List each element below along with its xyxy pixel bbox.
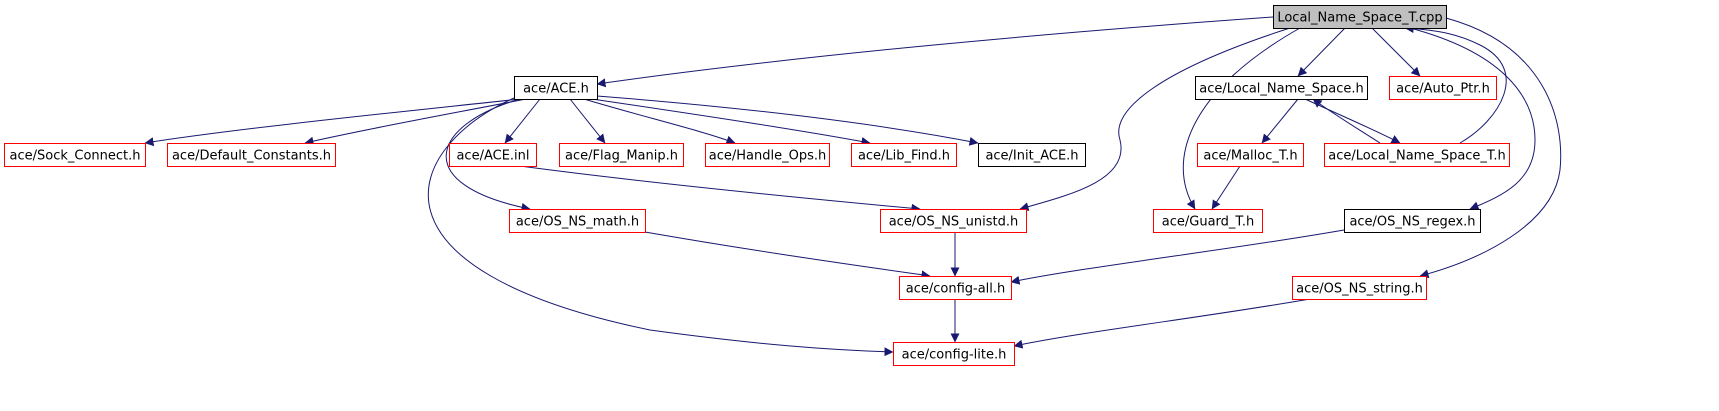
- edges-layer: [144, 16, 1562, 357]
- edge-root-to-local_ns_h: [1297, 27, 1346, 77]
- node-init-ace[interactable]: ace/Init_ACE.h: [978, 143, 1086, 167]
- edge-ace_h-to-init_ace: [596, 95, 979, 146]
- node-ace-h[interactable]: ace/ACE.h: [514, 76, 598, 100]
- node-label: ace/Local_Name_Space.h: [1199, 82, 1364, 97]
- node-local-ns-t-h[interactable]: ace/Local_Name_Space_T.h: [1324, 143, 1510, 167]
- node-os-ns-string[interactable]: ace/OS_NS_string.h: [1292, 276, 1427, 300]
- edge-root-to-os_ns_string: [1419, 17, 1562, 279]
- edge-ace_inl-to-os_ns_unistd: [519, 165, 921, 213]
- node-box: [899, 276, 1012, 300]
- node-label: Local_Name_Space_T.cpp: [1277, 11, 1442, 26]
- node-box: [1344, 209, 1481, 233]
- node-malloc-t[interactable]: ace/Malloc_T.h: [1197, 143, 1304, 167]
- node-root[interactable]: Local_Name_Space_T.cpp: [1273, 5, 1447, 29]
- node-box: [1324, 143, 1510, 167]
- node-handle-ops[interactable]: ace/Handle_Ops.h: [705, 143, 830, 167]
- node-guard-t[interactable]: ace/Guard_T.h: [1153, 209, 1263, 233]
- node-box: [893, 342, 1015, 366]
- node-label: ace/OS_NS_unistd.h: [889, 215, 1019, 230]
- node-label: ace/Lib_Find.h: [858, 149, 950, 164]
- node-os-ns-unistd[interactable]: ace/OS_NS_unistd.h: [880, 209, 1027, 233]
- edge-root-to-os_ns_unistd: [1019, 27, 1291, 212]
- edge-os_ns_regex-to-config_all: [1010, 229, 1345, 285]
- edge-root-to-guard_t: [1182, 27, 1301, 210]
- node-box: [4, 143, 146, 167]
- node-label: ace/ACE.h: [523, 82, 589, 97]
- edge-root-to-os_ns_regex: [1409, 27, 1536, 211]
- node-label: ace/Sock_Connect.h: [10, 149, 141, 164]
- node-auto-ptr[interactable]: ace/Auto_Ptr.h: [1389, 76, 1497, 100]
- edge-root-to-auto_ptr: [1371, 27, 1421, 77]
- edge-ace_h-to-default_constants: [304, 98, 527, 146]
- node-label: ace/OS_NS_math.h: [516, 215, 639, 230]
- node-box: [1273, 5, 1447, 29]
- node-label: ace/ACE.inl: [456, 149, 529, 164]
- node-box: [705, 143, 830, 167]
- nodes-layer: Local_Name_Space_T.cpp ace/ACE.h ace/Local…: [4, 5, 1510, 366]
- node-label: ace/Init_ACE.h: [985, 149, 1078, 164]
- edge-ace_h-to-lib_find: [591, 98, 871, 146]
- edge-local_ns_t_h-to-local_ns_h: [1312, 98, 1381, 144]
- node-box: [514, 76, 598, 100]
- node-box: [1389, 76, 1497, 100]
- node-label: ace/Local_Name_Space_T.h: [1328, 149, 1505, 164]
- edge-ace_h-to-flag_manip: [569, 98, 606, 144]
- node-box: [1153, 209, 1263, 233]
- edge-malloc_t-to-guard_t: [1211, 165, 1241, 210]
- node-config-lite[interactable]: ace/config-lite.h: [893, 342, 1015, 366]
- node-box: [509, 209, 646, 233]
- node-os-ns-regex[interactable]: ace/OS_NS_regex.h: [1344, 209, 1481, 233]
- edge-root-to-ace_h: [596, 16, 1274, 88]
- node-default-constants[interactable]: ace/Default_Constants.h: [167, 143, 336, 167]
- node-box: [851, 143, 957, 167]
- node-label: ace/Malloc_T.h: [1203, 149, 1297, 164]
- node-sock-connect[interactable]: ace/Sock_Connect.h: [4, 143, 146, 167]
- node-box: [1292, 276, 1427, 300]
- node-box: [1197, 143, 1304, 167]
- edge-local_ns_h-to-local_ns_t_h: [1304, 98, 1401, 144]
- node-box: [559, 143, 684, 167]
- node-local-ns-h[interactable]: ace/Local_Name_Space.h: [1195, 76, 1368, 100]
- node-config-all[interactable]: ace/config-all.h: [899, 276, 1012, 300]
- edge-local_ns_t_h-to-root: [1404, 23, 1507, 144]
- node-label: ace/Flag_Manip.h: [565, 149, 678, 164]
- edge-ace_h-to-handle_ops: [583, 98, 736, 145]
- node-lib-find[interactable]: ace/Lib_Find.h: [851, 143, 957, 167]
- edge-os_ns_string-to-config_lite: [1013, 298, 1311, 349]
- node-os-ns-math[interactable]: ace/OS_NS_math.h: [509, 209, 646, 233]
- node-label: ace/Auto_Ptr.h: [1396, 82, 1490, 97]
- node-box: [978, 143, 1086, 167]
- node-box: [167, 143, 336, 167]
- edge-ace_h-to-sock_connect: [144, 98, 521, 147]
- node-flag-manip[interactable]: ace/Flag_Manip.h: [559, 143, 684, 167]
- node-label: ace/OS_NS_string.h: [1296, 282, 1423, 297]
- node-label: ace/config-all.h: [906, 282, 1006, 297]
- node-label: ace/OS_NS_regex.h: [1349, 215, 1475, 230]
- edge-local_ns_h-to-malloc_t: [1261, 98, 1299, 144]
- node-box: [449, 143, 537, 167]
- node-box: [1195, 76, 1368, 100]
- node-ace-inl[interactable]: ace/ACE.inl: [449, 143, 537, 167]
- node-label: ace/Guard_T.h: [1162, 215, 1254, 230]
- edge-os_ns_math-to-config_all: [644, 231, 931, 280]
- node-box: [880, 209, 1027, 233]
- node-label: ace/config-lite.h: [902, 348, 1007, 363]
- node-label: ace/Default_Constants.h: [172, 149, 331, 164]
- node-label: ace/Handle_Ops.h: [709, 149, 826, 164]
- edge-ace_h-to-ace_inl: [504, 98, 541, 144]
- edge-ace_h-to-config_lite: [428, 97, 894, 357]
